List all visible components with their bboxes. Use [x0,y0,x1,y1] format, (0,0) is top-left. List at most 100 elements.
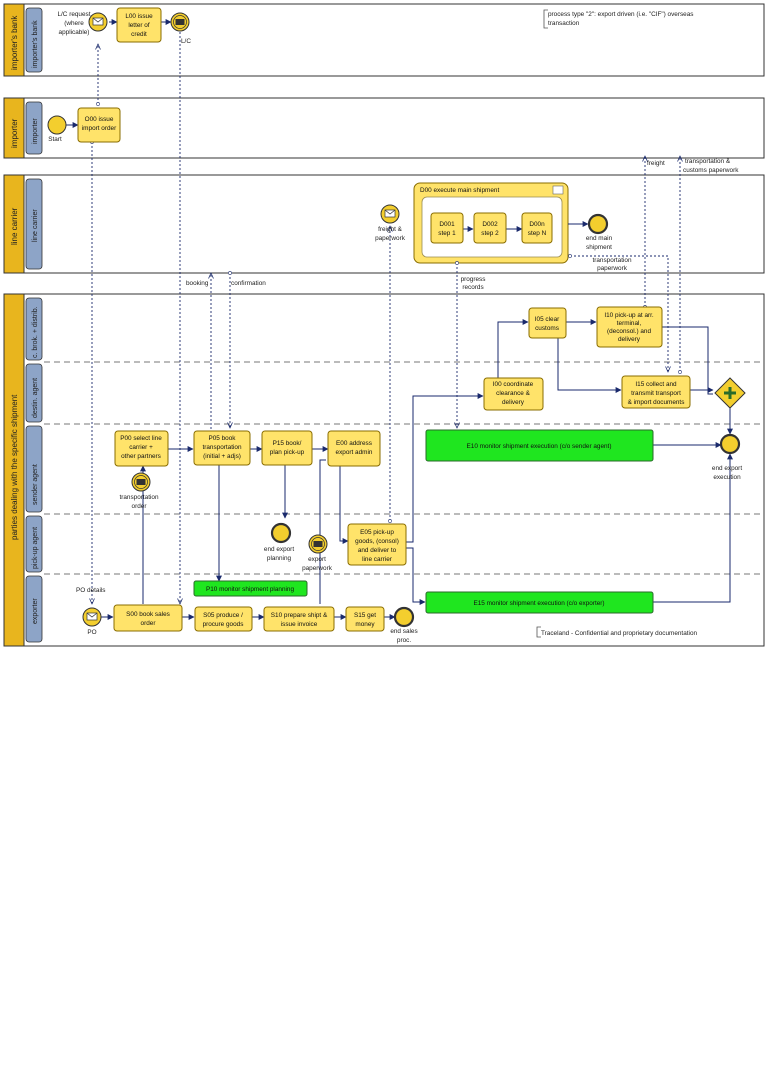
label-export-paperwork-2: paperwork [302,565,333,572]
svg-text:L00 issue: L00 issue [125,13,153,20]
svg-text:I15 collect and: I15 collect and [635,381,677,388]
task-S05[interactable]: S05 produce / procure goods [194,606,253,632]
task-P00[interactable]: P00 select line carrier + other partners [114,430,169,467]
label-end-export-execution-2: execution [713,474,741,481]
svg-text:and deliver to: and deliver to [358,547,397,554]
svg-text:order: order [141,620,157,627]
svg-text:P15 book/: P15 book/ [273,440,302,447]
label-confirmation: confirmation [231,280,266,287]
label-booking: booking [186,280,209,287]
task-D00-label: D00 execute main shipment [420,187,499,194]
parallel-gateway[interactable] [714,377,746,409]
svg-text:D001: D001 [439,221,455,228]
svg-text:transmit transport: transmit transport [631,390,681,397]
svg-text:money: money [355,621,375,628]
task-P15[interactable]: P15 book/ plan pick-up [261,430,313,466]
task-E15[interactable]: E15 monitor shipment execution (c/o expo… [425,591,654,614]
label-lc-request-2: (where [64,20,84,27]
svg-text:(initial + adjs): (initial + adjs) [203,453,241,460]
lane-label-destin-agent: destin. agent [32,378,39,418]
task-P05[interactable]: P05 book transportation (initial + adjs) [193,430,251,466]
svg-text:I00 coordinate: I00 coordinate [493,381,534,388]
svg-text:carrier +: carrier + [129,444,153,451]
svg-text:delivery: delivery [502,399,525,406]
message-start-event-freight-paperwork[interactable] [380,204,400,224]
task-I10[interactable]: I10 pick-up at arr. terminal, (deconsol.… [596,306,663,348]
svg-text:credit: credit [131,31,147,38]
message-start-event-lc-request[interactable] [88,12,108,32]
label-end-sales-proc-1: end sales [390,628,417,635]
process-type-note: process type "2": export driven (i.e. "C… [543,9,693,29]
svg-text:S15 get: S15 get [354,612,376,619]
task-D002[interactable]: D002 step 2 [473,212,507,244]
task-S10[interactable]: S10 prepare shipt & issue invoice [263,606,335,632]
label-transport-customs-2: customs paperwork [683,167,739,174]
label-transport-paperwork-1: transportation [592,257,632,264]
svg-text:S00 book sales: S00 book sales [126,611,170,618]
task-E05[interactable]: E05 pick-up goods, (consol) and deliver … [347,523,407,566]
end-event-export-planning[interactable] [270,522,292,544]
label-end-main-shipment-1: end main [586,235,613,242]
label-end-export-planning-2: planning [267,555,292,562]
lane-label-importer: importer [32,118,39,144]
svg-text:letter of: letter of [128,22,150,29]
label-transport-order-2: order [132,503,148,510]
sequence-flows [66,19,733,620]
footer-note-text: Traceland - Confidential and proprietary… [541,630,698,637]
svg-text:other partners: other partners [121,453,161,460]
svg-text:P05 book: P05 book [208,435,236,442]
process-note-line-2: transaction [548,20,580,27]
svg-text:O00 issue: O00 issue [85,116,114,123]
label-progress-records-2: records [462,284,483,291]
svg-text:& import documents: & import documents [628,399,685,406]
svg-text:E05 pick-up: E05 pick-up [360,529,394,536]
label-transport-order-1: transportation [119,494,159,501]
svg-text:terminal,: terminal, [617,320,642,327]
svg-text:D00n: D00n [529,221,545,228]
label-end-export-execution-1: end export [712,465,742,472]
task-O00[interactable]: O00 issue import order [77,107,121,143]
svg-text:E10 monitor shipment execution: E10 monitor shipment execution (c/o send… [467,443,612,450]
task-E10[interactable]: E10 monitor shipment execution (c/o send… [425,429,654,462]
label-po-details: PO details [76,587,105,594]
pool-label-line-carrier: line carrier [10,207,19,245]
svg-text:D002: D002 [482,221,498,228]
intermediate-event-transport-order[interactable] [131,472,151,492]
svg-text:(deconsol.) and: (deconsol.) and [607,328,651,335]
intermediate-event-export-paperwork[interactable] [308,534,328,554]
label-export-paperwork-1: export [308,556,326,563]
pool-label-importer: importer [10,118,19,148]
task-I15[interactable]: I15 collect and transmit transport & imp… [621,375,691,409]
task-S15[interactable]: S15 get money [345,606,385,632]
end-event-main-shipment[interactable] [587,213,609,235]
pool-importer: importer importer [3,97,765,159]
label-transport-paperwork-2: paperwork [597,265,628,272]
task-E00[interactable]: E00 address export admin [327,430,381,467]
end-event-export-execution[interactable] [719,433,741,455]
intermediate-event-lc[interactable] [170,12,190,32]
process-note-line-1: process type "2": export driven (i.e. "C… [548,11,693,18]
task-D00n[interactable]: D00n step N [521,212,553,244]
task-L00[interactable]: L00 issue letter of credit [116,7,162,43]
message-flows [92,32,680,604]
label-lc: L/C [181,38,191,45]
message-start-event-po[interactable] [82,607,102,627]
task-I00[interactable]: I00 coordinate clearance & delivery [483,377,544,411]
task-S00[interactable]: S00 book sales order [113,604,183,632]
svg-text:delivery: delivery [618,336,641,343]
label-progress-records-1: progress [461,276,486,283]
task-P10[interactable]: P10 monitor shipment planning [193,580,308,597]
svg-text:transportation: transportation [202,444,242,451]
svg-text:P00 select line: P00 select line [120,435,162,442]
task-D001[interactable]: D001 step 1 [430,212,464,244]
lane-label-pickup-agent: pick-up agent [32,527,39,569]
start-event-importer[interactable] [47,115,67,135]
svg-text:customs: customs [535,325,559,332]
svg-text:E00 address: E00 address [336,440,372,447]
task-I05[interactable]: I05 clear customs [528,307,567,339]
svg-text:goods, (consol): goods, (consol) [355,538,399,545]
footer-note: Traceland - Confidential and proprietary… [536,626,698,638]
end-event-sales-proc[interactable] [393,606,415,628]
svg-text:import order: import order [82,125,117,132]
label-end-sales-proc-2: proc. [397,637,411,644]
